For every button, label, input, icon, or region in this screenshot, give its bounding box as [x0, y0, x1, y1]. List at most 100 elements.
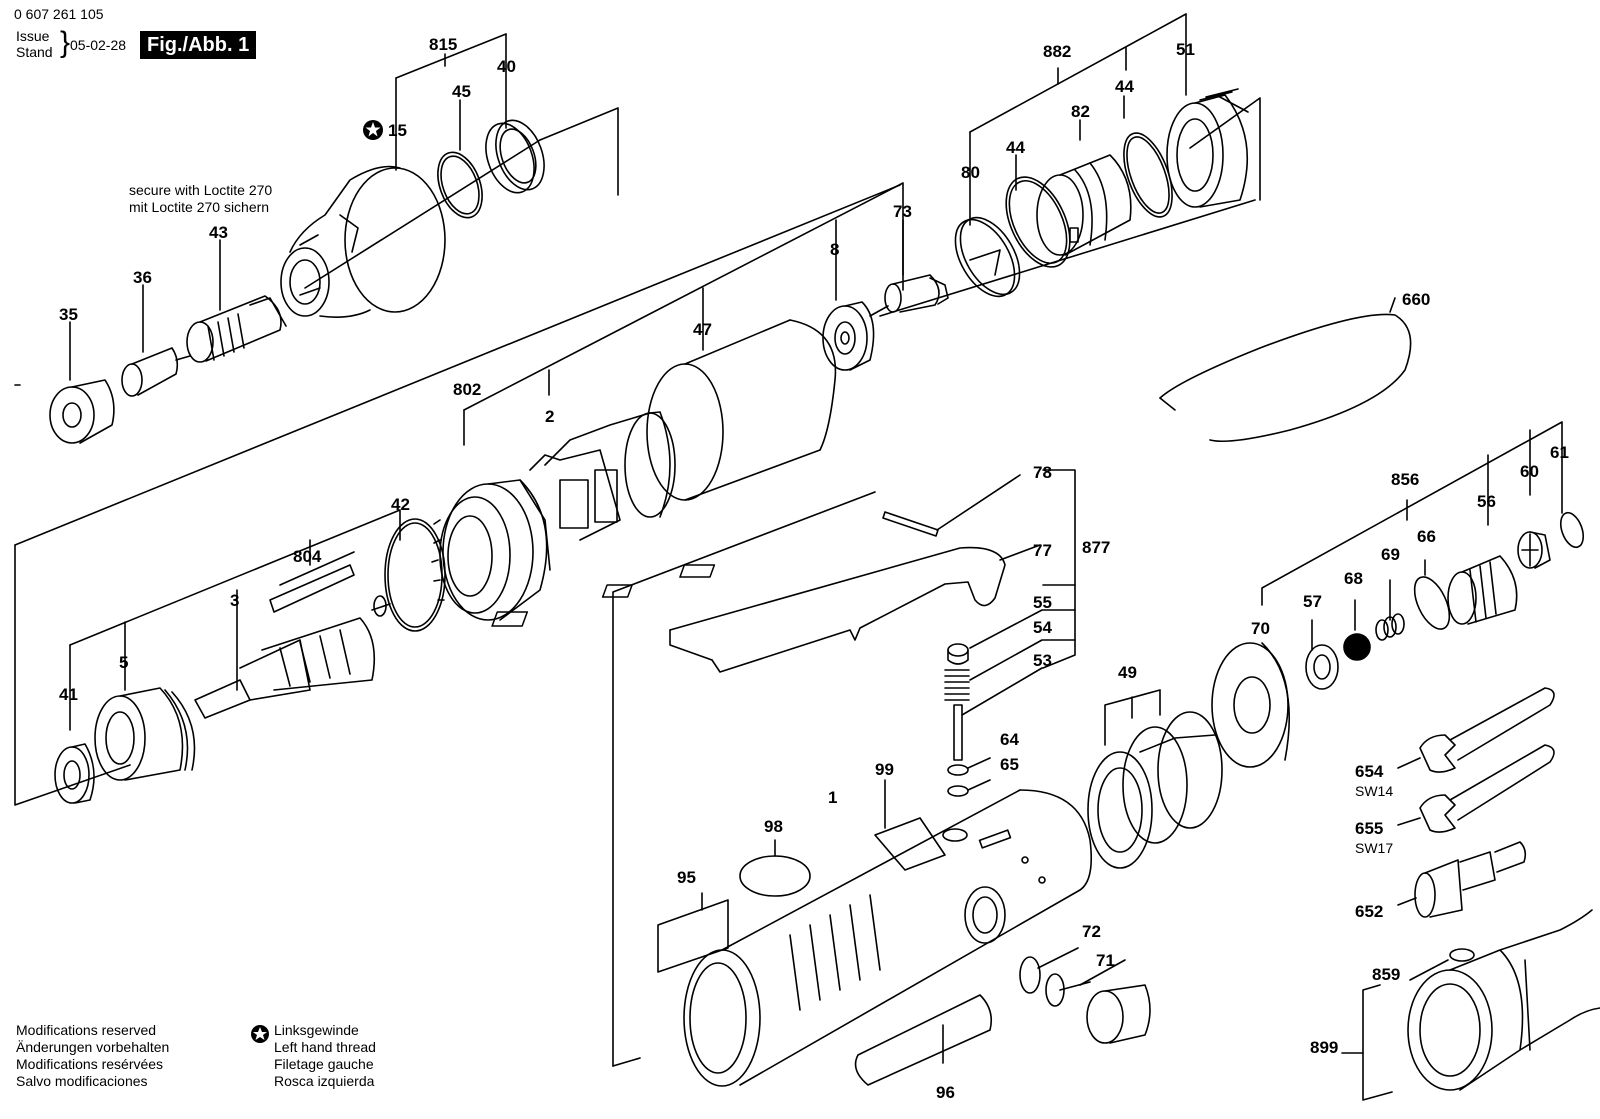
part-42-o-ring — [384, 518, 446, 632]
part-655-wrench-sw17 — [1397, 744, 1555, 833]
frame-lower — [612, 491, 876, 1067]
label-45: 45 — [452, 82, 471, 101]
label-99: 99 — [875, 760, 894, 779]
label-68: 68 — [1344, 569, 1363, 588]
part-44-o-ring-lower — [1005, 176, 1071, 268]
label-57: 57 — [1303, 592, 1322, 611]
part-44-o-ring-upper — [1123, 132, 1173, 218]
label-882: 882 — [1043, 42, 1071, 61]
part-35-collet-nut — [49, 321, 115, 444]
part-82-valve-body — [1036, 154, 1132, 256]
label-66: 66 — [1417, 527, 1436, 546]
loctite-note: secure with Loctite 270 mit Loctite 270 … — [129, 182, 272, 216]
part-51-knurled-nut — [1166, 88, 1249, 208]
bracket-802 — [463, 182, 904, 446]
label-71: 71 — [1096, 951, 1115, 970]
loctite-note-en: secure with Loctite 270 — [129, 182, 273, 198]
lh-thread-es: Rosca izquierda — [274, 1073, 375, 1089]
part-3-rotor — [194, 595, 391, 719]
part-5-end-plate — [94, 687, 196, 781]
part-61-o-ring — [1559, 511, 1585, 549]
label-61: 61 — [1550, 443, 1569, 462]
part-45-o-ring — [437, 151, 483, 219]
bracket-899 — [1341, 984, 1393, 1101]
label-44-lower: 44 — [1006, 138, 1025, 157]
part-859-clamp — [1409, 948, 1475, 981]
part-71-plug — [1045, 959, 1151, 1044]
part-number: 0 607 261 105 — [14, 6, 104, 22]
label-36: 36 — [133, 268, 152, 287]
label-60: 60 — [1520, 462, 1539, 481]
part-55-cap — [947, 609, 1043, 665]
label-41: 41 — [59, 685, 78, 704]
label-82: 82 — [1071, 102, 1090, 121]
part-80-washer — [954, 216, 1021, 298]
part-65-o-ring — [947, 779, 991, 797]
label-43: 43 — [209, 223, 228, 242]
label-65: 65 — [1000, 755, 1019, 774]
label-3: 3 — [230, 591, 239, 610]
part-40-ring — [485, 119, 545, 194]
label-55: 55 — [1033, 593, 1052, 612]
lh-thread-de: Linksgewinde — [274, 1022, 359, 1038]
part-98-disc — [739, 839, 811, 897]
part-2-gear-carrier — [519, 411, 676, 571]
lh-thread-en: Left hand thread — [274, 1039, 376, 1055]
label-815: 815 — [429, 35, 457, 54]
stand-label: Stand — [16, 44, 53, 60]
part-54-spring — [944, 639, 1043, 701]
label-1: 1 — [828, 788, 837, 807]
part-66-o-ring — [1413, 576, 1451, 630]
label-64: 64 — [1000, 730, 1019, 749]
label-899: 899 — [1310, 1038, 1338, 1057]
part-8-bearing — [822, 301, 875, 371]
modifications-note: Modifications reserved Änderungen vorbeh… — [16, 1022, 169, 1090]
loctite-note-de: mit Loctite 270 sichern — [129, 199, 270, 215]
part-64-washer — [947, 757, 991, 776]
part-660-bracket-wire — [1159, 297, 1412, 443]
label-51: 51 — [1176, 40, 1195, 59]
label-15: 15 — [388, 121, 407, 140]
bracket-882 — [969, 13, 1187, 226]
part-99-label — [874, 779, 946, 871]
bracket-lower-left — [14, 509, 401, 806]
label-877: 877 — [1082, 538, 1110, 557]
lh-thread-fr: Filetage gauche — [274, 1056, 374, 1072]
modifications-de: Änderungen vorbehalten — [16, 1039, 170, 1055]
bracket-856 — [1261, 421, 1563, 651]
bracket-877 — [1042, 469, 1076, 669]
label-655: 655 — [1355, 819, 1383, 838]
issue-label: Issue — [16, 28, 50, 44]
part-47-cylinder — [646, 319, 837, 501]
label-652: 652 — [1355, 902, 1383, 921]
label-40: 40 — [497, 57, 516, 76]
label-804: 804 — [293, 547, 322, 566]
part-15-front-housing — [280, 165, 446, 318]
part-77-trigger-lever — [491, 544, 1041, 673]
part-60-filter — [1517, 531, 1551, 569]
bracket-815 — [395, 33, 507, 171]
label-54: 54 — [1033, 618, 1052, 637]
left-hand-thread-icon — [251, 1025, 269, 1043]
modifications-fr: Modifications resérvées — [16, 1056, 164, 1072]
label-sw17: SW17 — [1355, 840, 1393, 856]
label-95: 95 — [677, 868, 696, 887]
left-hand-thread-legend: Linksgewinde Left hand thread Filetage g… — [274, 1022, 376, 1090]
modifications-en: Modifications reserved — [16, 1022, 157, 1038]
label-654: 654 — [1355, 762, 1384, 781]
left-hand-thread-marker — [363, 120, 383, 140]
part-1-motor-housing — [683, 789, 1093, 1087]
label-47: 47 — [693, 320, 712, 339]
frame-upper-left — [14, 107, 901, 546]
issue-date: 05-02-28 — [70, 37, 127, 53]
label-77: 77 — [1033, 541, 1052, 560]
part-96-sleeve — [854, 994, 993, 1086]
label-98: 98 — [764, 817, 783, 836]
part-899-hose-coupling — [1407, 909, 1600, 1091]
part-56-fitting — [1447, 555, 1518, 625]
part-36-collet — [121, 284, 191, 397]
label-72: 72 — [1082, 922, 1101, 941]
label-42: 42 — [391, 495, 410, 514]
